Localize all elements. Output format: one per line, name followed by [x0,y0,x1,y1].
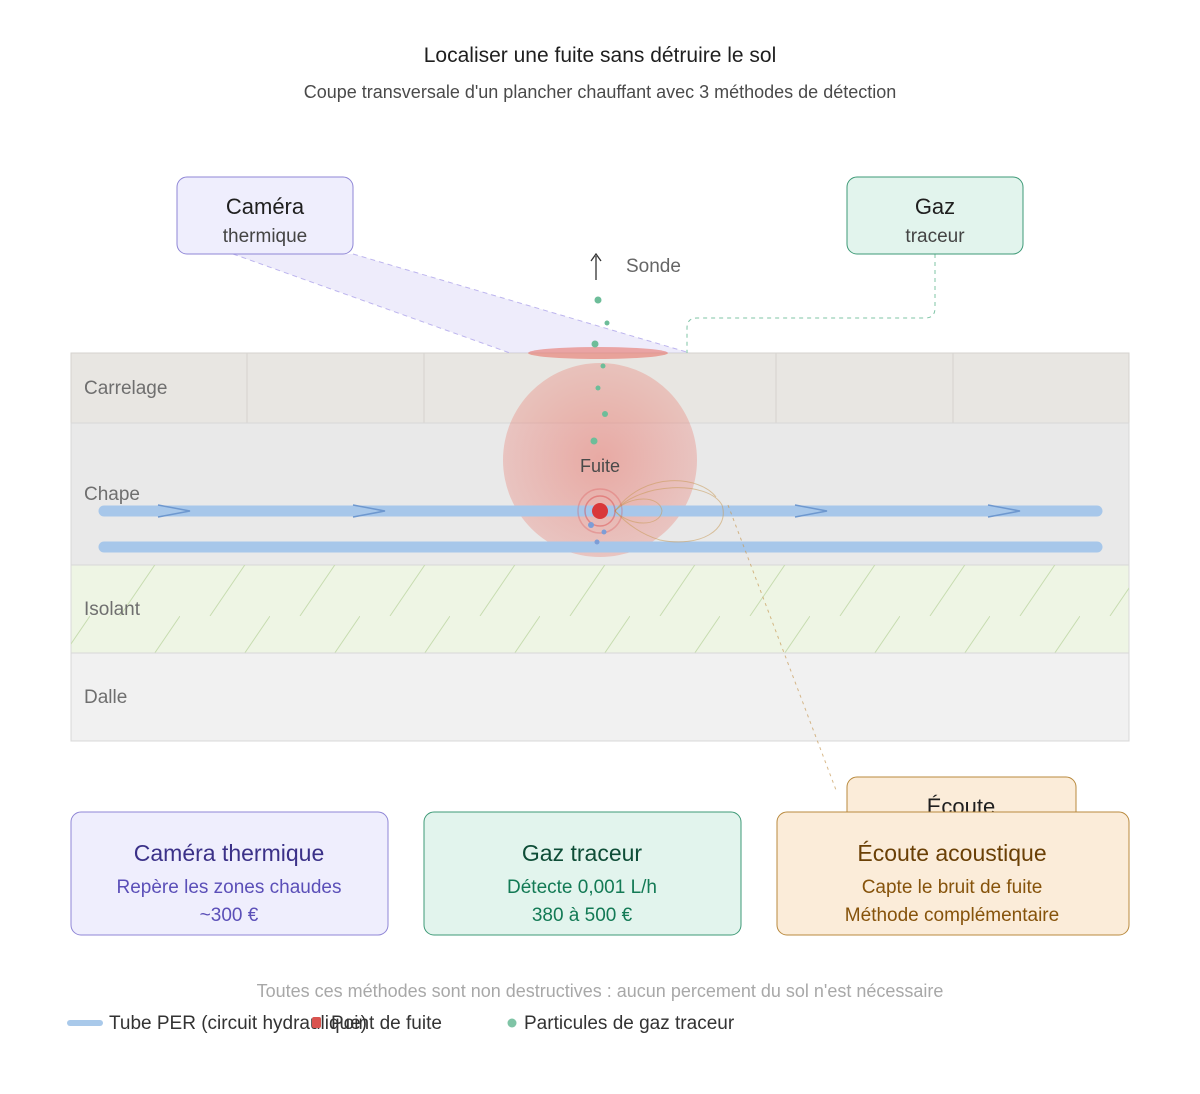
legend-gas-swatch [507,1018,517,1028]
method-card-camera: Caméra thermique Repère les zones chaude… [70,811,389,936]
leak-dot [592,503,608,519]
card-acoustic-note: Méthode complémentaire [845,905,1059,926]
probe-arrow-icon [590,252,602,280]
callout-gas-title: Gaz [915,194,955,219]
flow-arrow-icon [794,504,828,518]
tile-joints [246,353,954,423]
acoustic-waves [614,480,724,543]
callout-camera-title: Caméra [226,194,305,219]
layer-label-chape: Chape [84,484,140,505]
card-gas-desc: Détecte 0,001 L/h [507,877,657,898]
flow-arrow-icon [352,504,386,518]
leak-point [577,488,623,545]
surface-hot-spot [528,347,668,359]
flow-arrows [157,504,1021,518]
legend-pipe-label: Tube PER (circuit hydraulique) [109,1013,367,1034]
thermal-beam-edge-right [352,253,691,354]
flow-arrow-icon [987,504,1021,518]
card-camera-desc: Repère les zones chaudes [117,877,342,898]
gas-connector [686,254,936,353]
callout-gas-sub: traceur [905,226,965,247]
callout-gas: Gaz traceur [846,176,1024,255]
layer-dalle [70,652,1130,742]
card-camera-title: Caméra thermique [134,840,324,866]
diagram-title: Localiser une fuite sans détruire le sol [424,44,777,67]
card-gas-title: Gaz traceur [522,840,642,866]
thermal-beam [233,254,690,353]
leak-label: Fuite [580,456,620,476]
flow-arrow-icon [157,504,191,518]
thermal-beam-edge-left [232,253,511,354]
layer-label-dalle: Dalle [84,687,127,708]
probe-label: Sonde [626,256,681,277]
card-acoustic-title: Écoute acoustique [857,840,1046,866]
callout-camera: Caméra thermique [176,176,354,255]
callout-camera-sub: thermique [223,226,308,247]
method-card-acoustic: Écoute acoustique Capte le bruit de fuit… [776,811,1130,936]
layer-label-carrelage: Carrelage [84,378,167,399]
card-acoustic-desc: Capte le bruit de fuite [862,877,1043,898]
legend-leak-label: Point de fuite [331,1013,442,1034]
card-camera-price: ~300 € [200,905,259,926]
legend-leak-swatch [312,1017,321,1028]
gas-particles [590,296,610,445]
legend: Tube PER (circuit hydraulique) Point de … [67,1013,735,1034]
legend-gas-label: Particules de gaz traceur [524,1013,735,1034]
method-card-gas: Gaz traceur Détecte 0,001 L/h 380 à 500 … [423,811,742,936]
layer-label-isolant: Isolant [84,599,141,620]
footnote: Toutes ces méthodes sont non destructive… [257,981,944,1001]
card-gas-price: 380 à 500 € [532,905,633,926]
acoustic-link-line [727,504,837,791]
insulation-hatch [71,565,1129,653]
diagram-subtitle: Coupe transversale d'un plancher chauffa… [304,82,897,102]
